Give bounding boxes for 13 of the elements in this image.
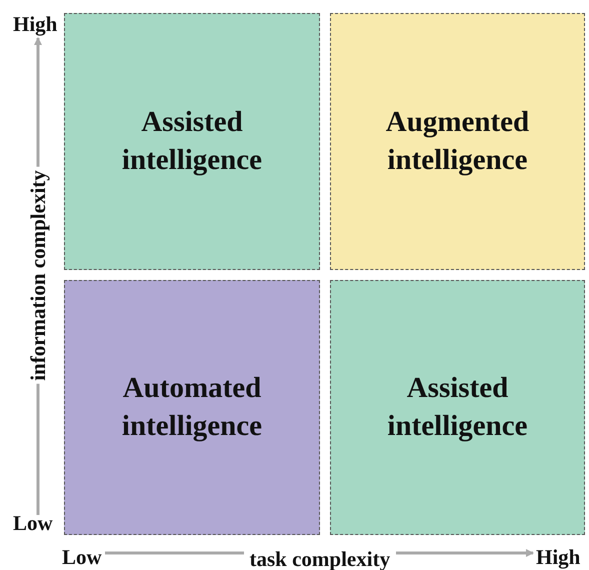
axis-end-label: Low — [62, 547, 102, 568]
quadrant-box — [64, 13, 320, 270]
quadrant-box — [64, 280, 320, 535]
axis-end-label: High — [536, 547, 580, 568]
quadrant-label: Augmented intelligence — [384, 104, 530, 178]
quadrant-label: Automated intelligence — [120, 370, 264, 444]
axis-title: information complexity — [27, 166, 48, 384]
quadrant-label: Assisted intelligence — [120, 104, 264, 178]
quadrant-box — [330, 280, 585, 535]
quadrant-label: Assisted intelligence — [386, 370, 529, 444]
axis-end-label: Low — [13, 513, 53, 534]
quadrant-box — [330, 13, 585, 270]
axis-end-label: High — [13, 14, 58, 35]
